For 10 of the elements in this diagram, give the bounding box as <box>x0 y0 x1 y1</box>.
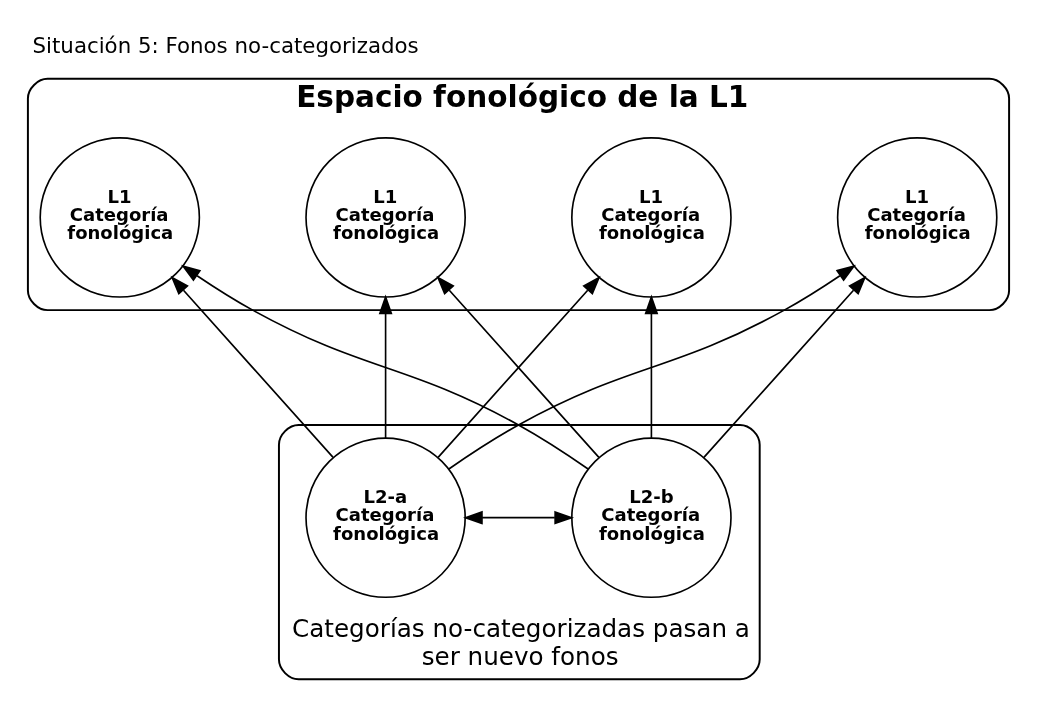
node-circle: L2-a Categoría fonológica <box>305 436 466 598</box>
arrow <box>181 264 589 470</box>
arrow <box>378 294 393 439</box>
arrow <box>463 510 575 525</box>
arrow <box>448 264 856 470</box>
arrow <box>703 275 867 458</box>
arrow <box>170 275 334 458</box>
node-circle: L2-b Categoría fonológica <box>571 436 732 598</box>
arrow <box>644 294 659 439</box>
diagram-title: Situación 5: Fonos no-categorizados <box>32 32 419 58</box>
